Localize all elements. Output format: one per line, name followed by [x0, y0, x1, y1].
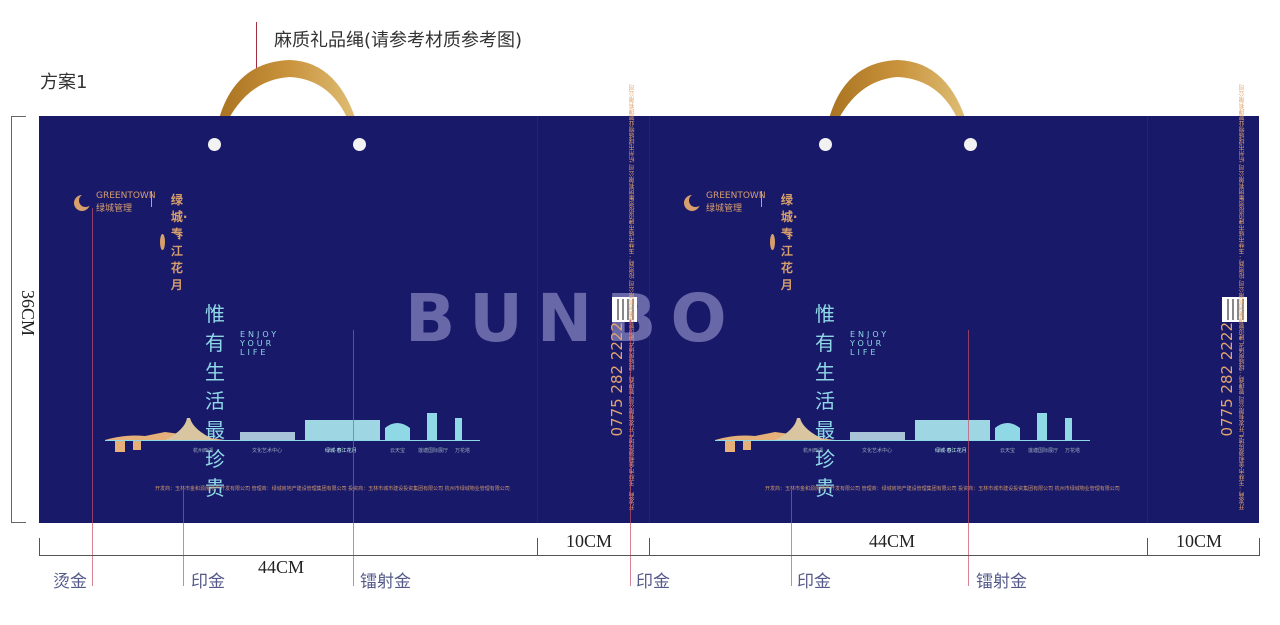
eyelet: [964, 138, 977, 151]
skyline-label: 万花塔: [1065, 448, 1081, 454]
skyline-illustration: [105, 413, 480, 452]
moon-icon: [770, 233, 788, 250]
dim-tick: [1147, 538, 1148, 556]
handle-left: [214, 60, 362, 143]
project-logo: 绿城·春江花月: [160, 191, 194, 293]
height-dimension: [11, 116, 26, 523]
greentown-logo: GREENTOWN 绿城管理: [684, 191, 766, 214]
footer-companies: 开发商：玉林市金和源房地产开发有限公司 管理商：绿城房地产建设管理集团有限公司 …: [765, 486, 1120, 492]
dimension-label: 44CM: [258, 557, 305, 577]
qr-code: [1222, 297, 1247, 322]
footer-companies: 开发商：玉林市金和源房地产开发有限公司 管理商：绿城房地产建设管理集团有限公司 …: [155, 486, 510, 492]
guide-line: [92, 208, 93, 586]
guide-line: [968, 330, 969, 586]
skyline-label: 文化艺术中心: [252, 448, 283, 454]
skyline-label: 绿城·春江花月: [935, 448, 967, 454]
skyline-illustration: [715, 413, 1090, 452]
phone-number: 0775 282 2222: [608, 322, 626, 437]
moon-icon: [684, 193, 702, 211]
rope-leader-line: [256, 22, 257, 77]
project-logo: 绿城·春江花月: [770, 191, 804, 293]
slogan-en: ENJOY YOUR LIFE: [240, 330, 280, 357]
dimension-label: 10CM: [566, 531, 613, 551]
fold-line: [537, 116, 538, 523]
greentown-logo: GREENTOWN 绿城管理: [74, 191, 156, 214]
skyline-label: 绿城·春江花月: [325, 448, 357, 454]
eyelet: [208, 138, 221, 151]
dimension-label: 44CM: [869, 531, 916, 551]
slogan: 惟有生活最珍贵: [205, 302, 230, 500]
dim-tick: [649, 538, 650, 556]
brand-en: GREENTOWN: [96, 191, 156, 201]
skyline-label: 文化艺术中心: [862, 448, 893, 454]
skyline-label: 莲塘国际展厅: [1028, 448, 1059, 454]
eyelet: [819, 138, 832, 151]
dim-tick: [537, 538, 538, 556]
side-text: 开发商：玉林市金和源房地产开发有限公司 管理商：绿城房地产建设管理集团有限公司 …: [1239, 84, 1246, 510]
skyline-label: 莲塘国际展厅: [418, 448, 449, 454]
height-label: 36CM: [18, 290, 38, 337]
rope-annotation: 麻质礼品绳(请参考材质参考图): [274, 30, 523, 51]
guide-line: [630, 320, 631, 586]
logo-divider: [151, 191, 152, 207]
moon-icon: [160, 233, 178, 250]
guide-line: [183, 490, 184, 586]
finish-label: 镭射金: [360, 572, 411, 592]
brand-cn: 绿城管理: [96, 204, 133, 214]
brand-en: GREENTOWN: [706, 191, 766, 201]
dim-tick: [1259, 538, 1260, 556]
qr-code: [612, 297, 637, 322]
logo-divider: [761, 191, 762, 207]
skyline-label: 万花塔: [455, 448, 471, 454]
handle-right: [824, 60, 972, 143]
project-name: 绿城·春江花月: [170, 193, 188, 292]
skyline-label: 杭州西湖: [193, 448, 214, 454]
finish-label: 印金: [797, 572, 831, 592]
dimension-label: 10CM: [1176, 531, 1223, 551]
fold-line: [1147, 116, 1148, 523]
guide-line: [791, 490, 792, 586]
slogan-en: ENJOY YOUR LIFE: [850, 330, 890, 357]
finish-label: 烫金: [53, 572, 87, 592]
brand-cn: 绿城管理: [706, 204, 743, 214]
finish-label: 镭射金: [976, 572, 1027, 592]
eyelet: [353, 138, 366, 151]
skyline-label: 杭州西湖: [803, 448, 824, 454]
dim-tick: [39, 538, 40, 556]
finish-label: 印金: [191, 572, 225, 592]
guide-line: [353, 330, 354, 586]
finish-label: 印金: [636, 572, 670, 592]
watermark: BUNBO: [405, 280, 741, 357]
moon-icon: [74, 193, 92, 211]
fold-line: [649, 116, 650, 523]
phone-number: 0775 282 2222: [1218, 322, 1236, 437]
skyline-label: 云天宝: [390, 448, 406, 454]
project-name: 绿城·春江花月: [780, 193, 798, 292]
scheme-label: 方案1: [40, 72, 88, 93]
skyline-label: 云天宝: [1000, 448, 1016, 454]
handles: [214, 60, 972, 143]
bag-unfolded: [39, 116, 1259, 523]
slogan: 惟有生活最珍贵: [815, 302, 840, 500]
